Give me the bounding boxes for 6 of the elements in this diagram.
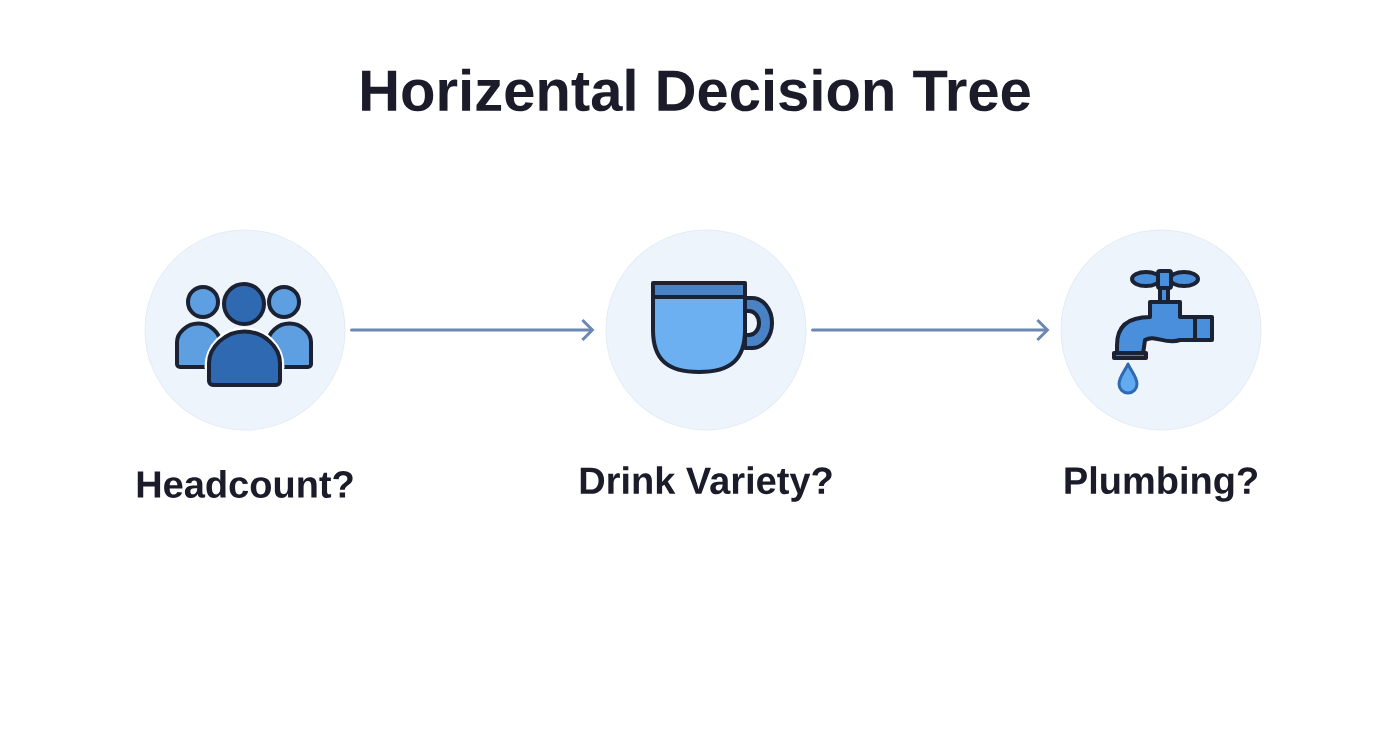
arrow [811, 318, 1050, 342]
node-label: Drink Variety? [580, 466, 832, 502]
node-label: Headcount? [137, 470, 353, 498]
arrow [350, 318, 595, 342]
node-label: Plumbing? [1065, 466, 1257, 502]
title: Horizental Decision Tree [362, 68, 1030, 112]
